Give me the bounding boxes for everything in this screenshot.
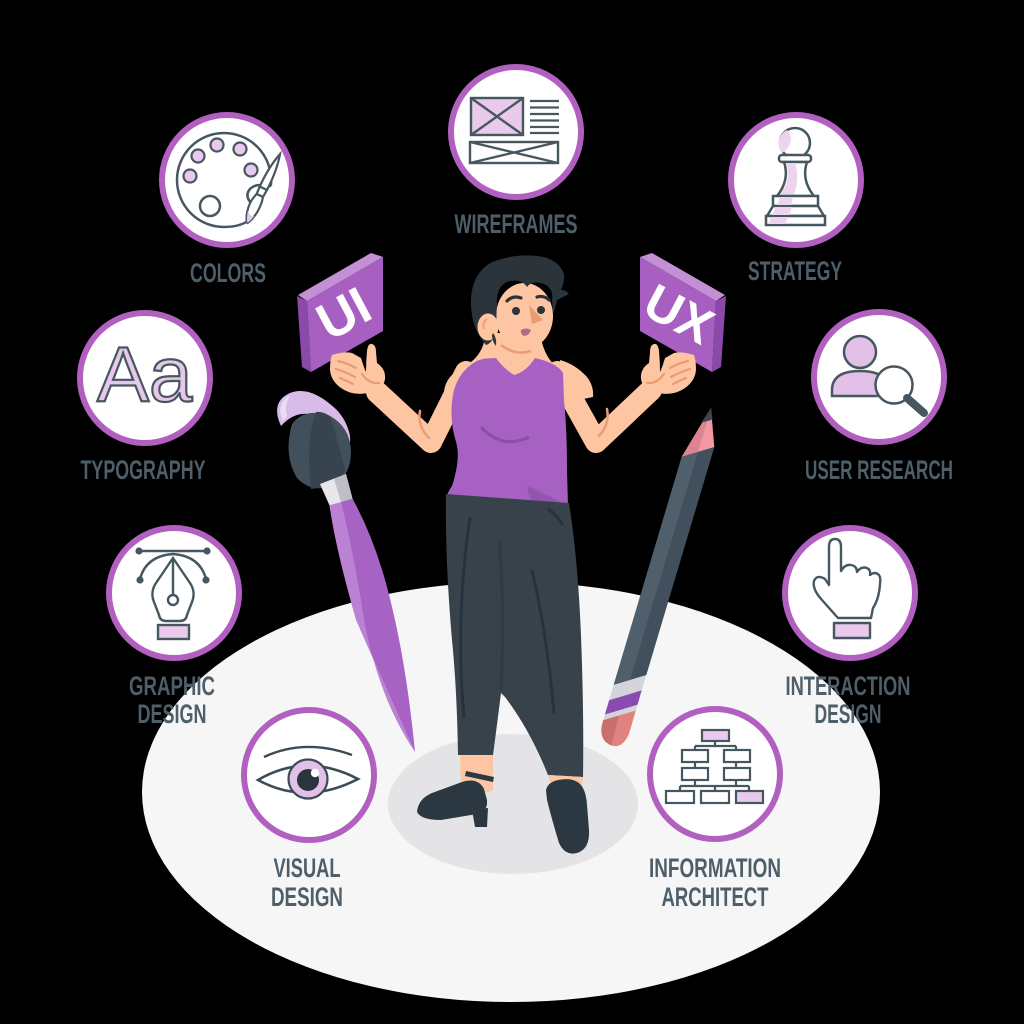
- svg-text:COLORS: COLORS: [190, 258, 266, 288]
- svg-text:Aa: Aa: [97, 330, 193, 418]
- svg-text:WIREFRAMES: WIREFRAMES: [455, 209, 578, 239]
- svg-text:INFORMATION: INFORMATION: [649, 853, 781, 883]
- svg-text:DESIGN: DESIGN: [271, 882, 343, 912]
- svg-text:DESIGN: DESIGN: [138, 699, 207, 729]
- svg-text:ARCHITECT: ARCHITECT: [662, 882, 769, 912]
- svg-text:INTERACTION: INTERACTION: [786, 671, 911, 701]
- svg-text:GRAPHIC: GRAPHIC: [129, 671, 215, 701]
- svg-text:VISUAL: VISUAL: [274, 853, 341, 883]
- svg-text:TYPOGRAPHY: TYPOGRAPHY: [81, 455, 206, 485]
- svg-text:DESIGN: DESIGN: [815, 699, 882, 729]
- svg-text:STRATEGY: STRATEGY: [748, 256, 842, 286]
- svg-text:USER RESEARCH: USER RESEARCH: [805, 455, 953, 485]
